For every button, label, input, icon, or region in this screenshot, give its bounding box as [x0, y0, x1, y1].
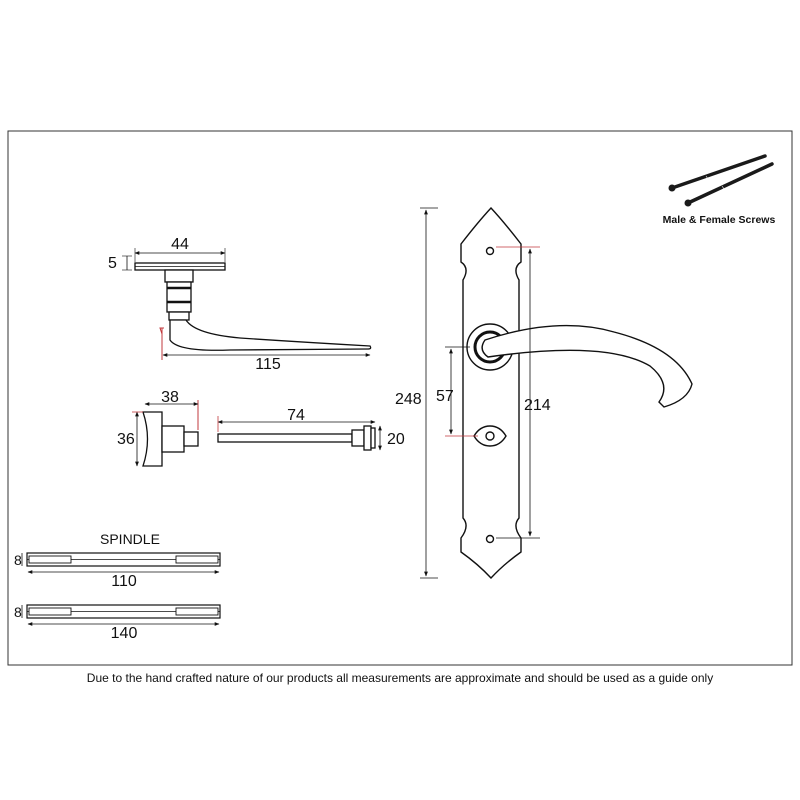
spindle-label: SPINDLE — [100, 531, 160, 547]
screw-female — [686, 162, 774, 205]
dim-lever-length: 115 — [162, 353, 371, 373]
dim-label-214: 214 — [524, 397, 551, 414]
dim-handle-width: 44 — [134, 236, 226, 262]
dim-turn-width: 38 — [144, 389, 199, 406]
measurement-disclaimer: Due to the hand crafted nature of our pr… — [86, 671, 714, 685]
dim-rose-thickness: 5 — [108, 255, 132, 272]
backplate-front-view — [460, 206, 693, 580]
dim-label-248: 248 — [395, 391, 422, 408]
dim-turn-height: 36 — [117, 411, 143, 467]
screw-male — [670, 154, 767, 190]
dim-spindle-offset: 57 — [436, 346, 478, 437]
dim-label-57: 57 — [436, 388, 454, 405]
dim-label-8-long: 8 — [14, 604, 22, 620]
dim-plate-height: 248 — [395, 207, 438, 579]
spindle-long: 8 140 — [14, 604, 221, 642]
screws-caption: Male & Female Screws — [663, 214, 776, 226]
dim-label-38: 38 — [161, 389, 179, 406]
bottom-screw-hole — [485, 534, 495, 544]
keyhole — [485, 431, 495, 441]
dim-label-5: 5 — [108, 255, 117, 272]
dim-label-115: 115 — [255, 356, 281, 373]
lever-handle — [481, 324, 693, 408]
turn-knob — [142, 411, 163, 467]
dim-fixing-centres: 214 — [496, 246, 551, 539]
lever-side-view — [134, 262, 372, 351]
top-screw-hole — [485, 246, 495, 256]
rose-boss — [164, 269, 194, 283]
dim-label-36: 36 — [117, 431, 135, 448]
lever-arm — [169, 319, 372, 351]
dim-bar-length: 74 — [217, 407, 376, 432]
release-shaft — [217, 433, 353, 443]
dim-label-20: 20 — [387, 431, 405, 448]
dim-bar-height: 20 — [378, 425, 405, 451]
dim-label-8-short: 8 — [14, 552, 22, 568]
backplate-outline — [460, 206, 522, 580]
dim-label-44: 44 — [171, 236, 189, 253]
thumb-turn — [142, 411, 199, 467]
release-head — [363, 425, 372, 451]
dim-label-74: 74 — [287, 407, 305, 424]
release-bar — [217, 425, 376, 451]
drawing-frame — [7, 130, 793, 666]
handle-neck — [166, 281, 192, 313]
spindle-short: 8 110 — [14, 552, 221, 590]
dim-label-110: 110 — [111, 573, 137, 590]
screws-image — [668, 154, 774, 207]
dim-label-140: 140 — [111, 625, 138, 642]
